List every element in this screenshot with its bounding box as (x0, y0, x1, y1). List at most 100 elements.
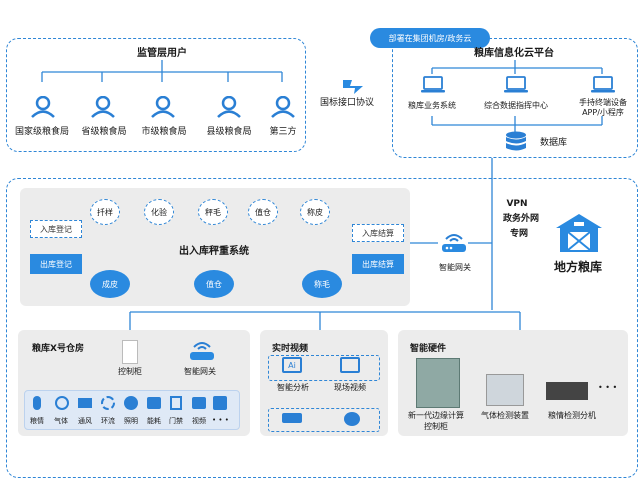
user-label: 省级粮食局 (81, 127, 127, 137)
device-icon (213, 396, 227, 410)
hardware-title: 智能硬件 (410, 344, 447, 354)
system-label: 综合数据指挥中心 (484, 101, 548, 110)
bullet-camera-icon (282, 413, 302, 423)
warehouse-title: 粮库X号仓房 (32, 344, 84, 354)
video-item-label: 现场视频 (334, 383, 366, 392)
hardware-item-label: 新一代边缘计算 (408, 411, 464, 420)
barn-icon (554, 212, 604, 258)
supervision-panel (6, 38, 306, 152)
hardware-more: • • • (598, 383, 618, 392)
out-register-label: 出库登记 (40, 259, 72, 269)
in-settle-label: 入库结算 (362, 228, 394, 238)
user-label: 国家级粮食局 (14, 127, 70, 137)
out-settle-button[interactable]: 出库结算 (352, 254, 404, 274)
camera-box (268, 408, 380, 432)
sensor-label: 气体 (54, 417, 68, 425)
energy-icon (147, 397, 161, 409)
step-gross-weigh[interactable]: 秤毛 (198, 199, 228, 225)
granary-label: 地方粮库 (553, 260, 603, 274)
step-tare-weigh[interactable]: 称皮 (300, 199, 330, 225)
in-settle-button[interactable]: 入库结算 (352, 224, 404, 242)
video-analysis-box (268, 355, 380, 381)
laptop-icon (420, 76, 446, 98)
camera-icon (192, 397, 206, 409)
cabinet-icon (122, 340, 138, 364)
step-testing[interactable]: 化验 (144, 199, 174, 225)
edge-cabinet-image (416, 358, 460, 408)
database-label: 数据库 (540, 138, 568, 148)
sensor-label: 通风 (78, 417, 92, 425)
gas-icon (55, 396, 69, 410)
system-label: APP/小程序 (582, 108, 624, 117)
user-label: 县级粮食局 (206, 127, 252, 137)
warehouse-gateway-label: 智能网关 (184, 367, 216, 376)
step-label: 值仓 (255, 207, 271, 217)
user-label: 市级粮食局 (141, 127, 187, 137)
step-label: 称毛 (314, 279, 330, 289)
ai-text: Ai (288, 360, 296, 370)
cloud-title: 粮库信息化云平台 (474, 48, 554, 59)
private-network-label: 专网 (509, 229, 529, 239)
circulation-icon (101, 396, 115, 410)
step-label: 值仓 (206, 279, 222, 289)
sensor-label: 粮情 (30, 417, 44, 425)
system-label: 手持终端设备 (579, 98, 627, 107)
sensor-label: 照明 (124, 417, 138, 425)
user-icon (90, 95, 116, 122)
step-label: 秤毛 (205, 207, 221, 217)
video-item-label: 智能分析 (277, 383, 309, 392)
user-icon (150, 95, 176, 122)
hardware-item-label: 控制柜 (424, 422, 448, 431)
step-label: 化验 (151, 207, 167, 217)
sensor-label: 环流 (101, 417, 115, 425)
step-label: 扦样 (97, 207, 113, 217)
dome-camera-icon (344, 412, 360, 426)
weighing-title: 出入库秤重系统 (179, 246, 249, 257)
user-icon (216, 95, 242, 122)
deploy-badge-text: 部署在集团机房/政务云 (388, 33, 472, 43)
user-icon (30, 95, 56, 122)
video-play-icon (340, 357, 360, 373)
supervision-title: 监管层用户 (137, 48, 187, 59)
vpn-label: VPN (506, 199, 528, 209)
step-sampling[interactable]: 扦样 (90, 199, 120, 225)
ai-icon: Ai (282, 357, 302, 373)
granary-panel (6, 178, 638, 478)
in-register-label: 入库登记 (40, 224, 72, 234)
gateway-label: 智能网关 (439, 263, 471, 272)
gas-detector-image (486, 374, 524, 406)
router-icon (440, 232, 468, 258)
door-icon (170, 396, 182, 410)
gov-network-label: 政务外网 (502, 214, 540, 224)
step-duty[interactable]: 值仓 (194, 270, 234, 298)
laptop-icon (503, 76, 529, 98)
protocol-label: 国标接口协议 (320, 98, 375, 108)
thermometer-icon (33, 396, 41, 410)
deploy-badge: 部署在集团机房/政务云 (370, 28, 490, 48)
database-icon (504, 131, 528, 157)
sensor-label: 能耗 (147, 417, 161, 425)
in-register-button[interactable]: 入库登记 (30, 220, 82, 238)
user-icon (270, 95, 296, 122)
video-panel (260, 330, 388, 436)
lightning-icon (340, 74, 366, 100)
cabinet-label: 控制柜 (118, 367, 142, 376)
system-label: 粮库业务系统 (408, 101, 456, 110)
laptop-icon (590, 76, 616, 98)
out-settle-label: 出库结算 (362, 259, 394, 269)
video-title: 实时视频 (272, 344, 309, 354)
step-gross[interactable]: 称毛 (302, 270, 342, 298)
step-label: 称皮 (307, 207, 323, 217)
lighting-icon (124, 396, 138, 410)
ventilation-icon (78, 398, 92, 408)
grain-analyzer-image (546, 382, 588, 400)
more-dots: • • • (212, 416, 229, 424)
step-warehouse-duty[interactable]: 值仓 (248, 199, 278, 225)
step-label: 成皮 (102, 279, 118, 289)
out-register-button[interactable]: 出库登记 (30, 254, 82, 274)
step-tare[interactable]: 成皮 (90, 270, 130, 298)
router-icon (188, 340, 216, 366)
cloud-platform-panel (392, 38, 638, 158)
hardware-item-label: 气体检测装置 (481, 411, 529, 420)
user-label: 第三方 (269, 127, 297, 137)
